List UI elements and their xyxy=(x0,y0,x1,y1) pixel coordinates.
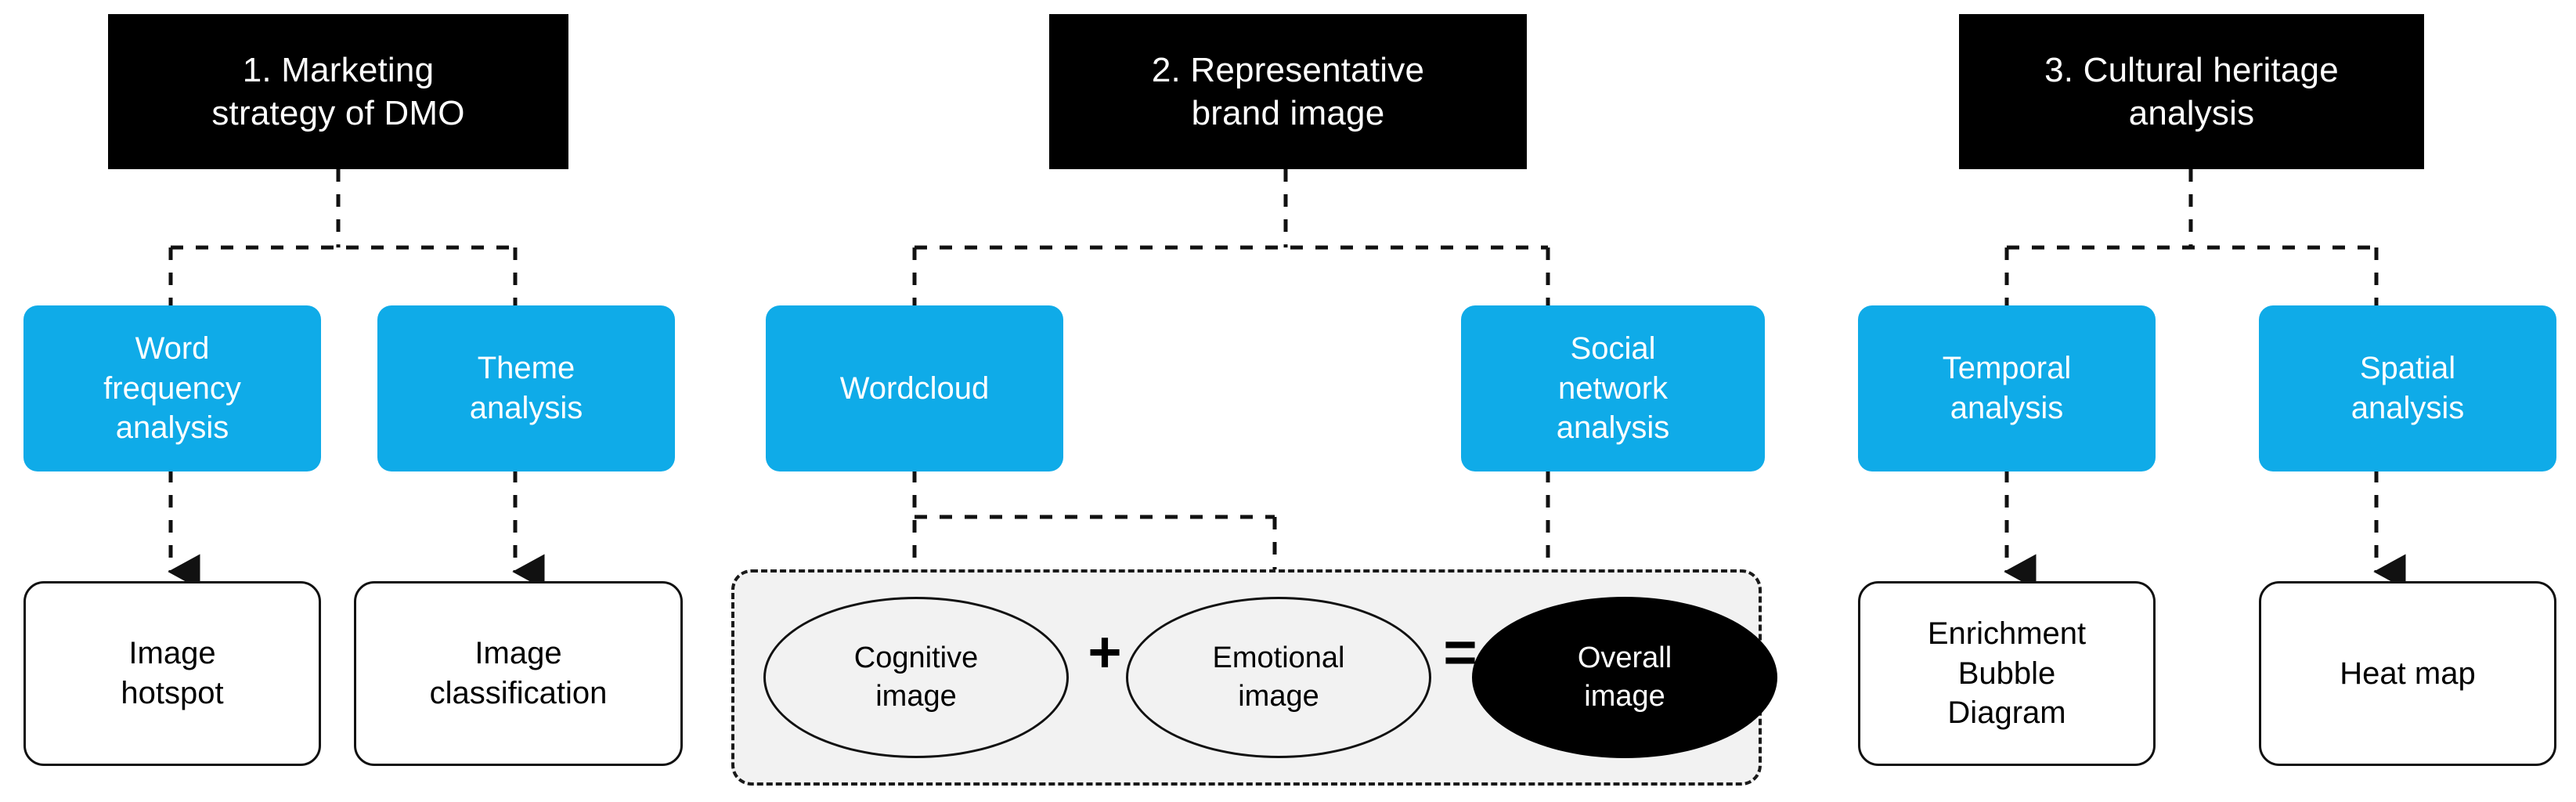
method-line-3: analysis xyxy=(115,410,229,446)
method-line-2: analysis xyxy=(469,391,583,425)
method-line-1: Spatial xyxy=(2359,351,2456,386)
ellipse-line-2: image xyxy=(1584,680,1665,713)
method-box-spatial-analysis[interactable]: Spatial analysis xyxy=(2259,305,2556,471)
method-line-1: Temporal xyxy=(1942,351,2072,386)
header-line-1: 1. Marketing xyxy=(242,50,435,89)
ellipse-line-2: image xyxy=(1238,680,1319,713)
output-box-enrichment-bubble-diagram[interactable]: Enrichment Bubble Diagram xyxy=(1858,581,2156,766)
method-box-theme-analysis[interactable]: Theme analysis xyxy=(377,305,675,471)
output-box-image-classification[interactable]: Image classification xyxy=(354,581,683,766)
header-line-2: analysis xyxy=(2128,94,2255,132)
method-line-1: Word xyxy=(135,331,210,366)
method-line-2: network xyxy=(1557,370,1669,406)
method-line-1: Wordcloud xyxy=(839,370,990,406)
ellipse-overall-image[interactable]: Overall image xyxy=(1472,597,1777,758)
method-box-word-frequency-analysis[interactable]: Word frequency analysis xyxy=(23,305,321,471)
method-box-temporal-analysis[interactable]: Temporal analysis xyxy=(1858,305,2156,471)
header-line-1: 2. Representative xyxy=(1151,50,1425,89)
method-line-2: frequency xyxy=(103,370,241,406)
output-line-2: hotspot xyxy=(121,676,224,710)
output-box-image-hotspot[interactable]: Image hotspot xyxy=(23,581,321,766)
output-line-1: Heat map xyxy=(2340,656,2476,691)
output-line-1: Image xyxy=(474,636,562,671)
method-box-wordcloud[interactable]: Wordcloud xyxy=(766,305,1063,471)
section-header-cultural-heritage-analysis: 3. Cultural heritage analysis xyxy=(1959,14,2424,169)
output-line-1: Image xyxy=(128,636,216,671)
ellipse-cognitive-image[interactable]: Cognitive image xyxy=(763,597,1069,758)
method-box-social-network-analysis[interactable]: Social network analysis xyxy=(1461,305,1765,471)
output-box-heat-map[interactable]: Heat map xyxy=(2259,581,2556,766)
ellipse-line-1: Cognitive xyxy=(853,641,979,674)
method-line-2: analysis xyxy=(1950,391,2064,425)
output-line-2: Bubble xyxy=(1957,656,2056,691)
output-line-2: classification xyxy=(429,676,608,710)
output-line-3: Diagram xyxy=(1947,695,2066,731)
header-line-2: strategy of DMO xyxy=(211,94,465,132)
header-line-2: brand image xyxy=(1191,94,1385,132)
method-line-2: analysis xyxy=(2351,391,2465,425)
header-line-1: 3. Cultural heritage xyxy=(2044,50,2339,89)
output-line-1: Enrichment xyxy=(1927,616,2087,651)
method-line-1: Theme xyxy=(477,351,575,386)
ellipse-line-1: Emotional xyxy=(1212,641,1345,674)
method-line-1: Social xyxy=(1570,331,1656,366)
section-header-representative-brand-image: 2. Representative brand image xyxy=(1049,14,1527,169)
ellipse-line-1: Overall xyxy=(1577,641,1672,674)
ellipse-line-2: image xyxy=(875,680,957,713)
section-header-marketing-strategy: 1. Marketing strategy of DMO xyxy=(108,14,568,169)
method-line-3: analysis xyxy=(1556,410,1670,446)
equals-operator-icon: = xyxy=(1443,620,1477,685)
plus-operator-icon: + xyxy=(1088,620,1122,685)
ellipse-emotional-image[interactable]: Emotional image xyxy=(1126,597,1431,758)
